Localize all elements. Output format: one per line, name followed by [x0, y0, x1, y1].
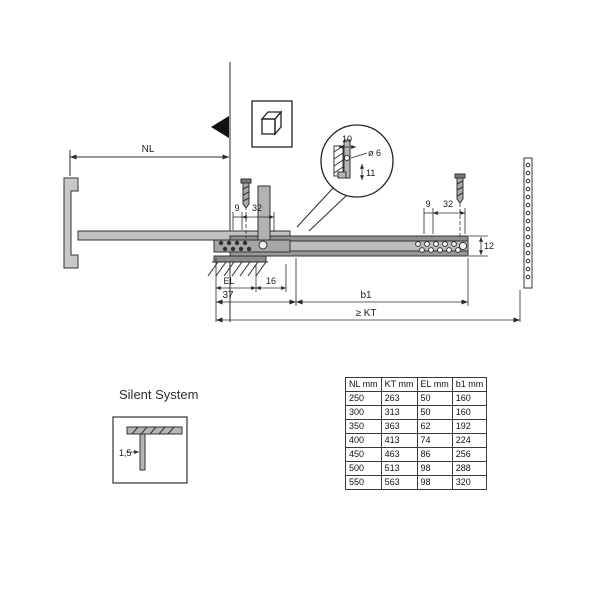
dimension-12: 12: [469, 235, 494, 257]
cell-b1: 256: [451, 447, 488, 462]
table-header-row: NL mm KT mm EL mm b1 mm: [345, 377, 488, 392]
cell-kt: 313: [380, 405, 418, 420]
cell-kt: 363: [380, 419, 418, 434]
left-bracket: [63, 177, 79, 269]
cell-el: 50: [416, 391, 453, 406]
mounting-screw-right-icon: [454, 173, 466, 238]
right-32-label: 32: [443, 199, 453, 209]
front-marker-triangle-icon: [211, 116, 229, 138]
silent-system-section: Silent System 1,5: [112, 387, 198, 484]
hole-pattern-right: [415, 241, 468, 253]
cell-kt: 513: [380, 461, 418, 476]
dimension-table: NL mm KT mm EL mm b1 mm 250 263 50 160 3…: [345, 377, 488, 490]
dimension-left-9-32: 9 32: [232, 203, 275, 232]
el-label: EL: [223, 276, 234, 286]
right-9-label: 9: [425, 199, 430, 209]
cell-el: 62: [416, 419, 453, 434]
cell-el: 98: [416, 475, 453, 490]
detail-dia6-label: ø 6: [368, 148, 381, 158]
system-holes-strip: [523, 157, 533, 289]
silent-system-drawing: [112, 416, 188, 484]
cell-nl: 400: [345, 433, 382, 448]
col-header-b1: b1 mm: [451, 377, 488, 392]
silent-system-title: Silent System: [119, 387, 198, 402]
16-label: 16: [266, 276, 276, 286]
table-row: 450 463 86 256: [345, 447, 488, 462]
cell-nl: 550: [345, 475, 382, 490]
cell-b1: 224: [451, 433, 488, 448]
cell-kt: 263: [380, 391, 418, 406]
cell-b1: 160: [451, 405, 488, 420]
detail-callout: 10 ø 6 11: [296, 124, 394, 232]
cell-b1: 192: [451, 419, 488, 434]
cell-nl: 500: [345, 461, 382, 476]
hatch-ground: [207, 261, 268, 277]
table-row: 300 313 50 160: [345, 405, 488, 420]
cell-nl: 250: [345, 391, 382, 406]
bottom-dimensions: EL 16 37 b1 ≥ KT: [215, 258, 521, 323]
left-9-label: 9: [234, 203, 239, 213]
37-label: 37: [222, 290, 234, 301]
nl-label: NL: [142, 144, 155, 155]
front-lower-block: [213, 255, 267, 263]
col-header-el: EL mm: [416, 377, 453, 392]
table-row: 550 563 98 320: [345, 475, 488, 490]
cell-el: 74: [416, 433, 453, 448]
detail-section-drawing: [333, 139, 351, 179]
b1-label: b1: [360, 290, 372, 301]
dimension-right-9-32: 9 32: [423, 199, 466, 234]
front-fixing-tab: [257, 185, 271, 241]
detail-11-label: 11: [366, 168, 375, 178]
cell-b1: 160: [451, 391, 488, 406]
hole-pattern-left: [218, 240, 268, 252]
silent-thickness-label: 1,5: [119, 448, 132, 458]
spec-table: NL mm KT mm EL mm b1 mm 250 263 50 160 3…: [345, 377, 488, 490]
dimension-nl: NL: [69, 144, 229, 176]
col-header-kt: KT mm: [380, 377, 418, 392]
cell-b1: 288: [451, 461, 488, 476]
drawer-front-cube-icon: [251, 100, 293, 148]
detail-10-label: 10: [342, 134, 352, 144]
cell-el: 50: [416, 405, 453, 420]
mounting-screw-left-icon: [240, 178, 252, 238]
table-row: 250 263 50 160: [345, 391, 488, 406]
cell-kt: 563: [380, 475, 418, 490]
left-32-label: 32: [252, 203, 262, 213]
12-label: 12: [484, 241, 494, 251]
table-row: 500 513 98 288: [345, 461, 488, 476]
table-row: 400 413 74 224: [345, 433, 488, 448]
cell-kt: 463: [380, 447, 418, 462]
cell-kt: 413: [380, 433, 418, 448]
cell-el: 98: [416, 461, 453, 476]
cell-nl: 450: [345, 447, 382, 462]
cell-b1: 320: [451, 475, 488, 490]
cell-nl: 350: [345, 419, 382, 434]
table-row: 350 363 62 192: [345, 419, 488, 434]
cell-nl: 300: [345, 405, 382, 420]
kt-label: ≥ KT: [355, 308, 376, 319]
cell-el: 86: [416, 447, 453, 462]
col-header-nl: NL mm: [345, 377, 382, 392]
